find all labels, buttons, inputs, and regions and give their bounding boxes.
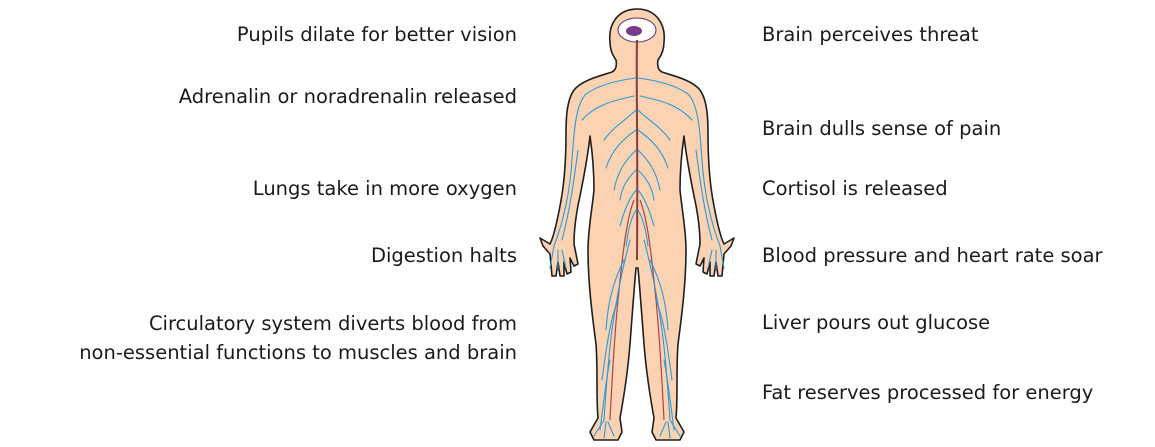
label-liver-glucose: Liver pours out glucose bbox=[762, 310, 990, 336]
label-adrenalin-released: Adrenalin or noradrenalin released bbox=[179, 84, 517, 110]
brain-core bbox=[626, 26, 642, 36]
label-circulatory-line-1: Circulatory system diverts blood from bbox=[149, 311, 517, 337]
label-fat-reserves: Fat reserves processed for energy bbox=[762, 380, 1093, 406]
spinal-cord bbox=[637, 40, 638, 260]
label-circulatory-line-2: non-essential functions to muscles and b… bbox=[79, 340, 517, 366]
human-body-nervous-system-figure bbox=[530, 0, 745, 447]
label-brain-dulls-pain: Brain dulls sense of pain bbox=[762, 116, 1001, 142]
label-lungs-oxygen: Lungs take in more oxygen bbox=[253, 176, 517, 202]
label-blood-pressure: Blood pressure and heart rate soar bbox=[762, 243, 1103, 269]
label-cortisol-released: Cortisol is released bbox=[762, 176, 948, 202]
label-pupils-dilate: Pupils dilate for better vision bbox=[237, 22, 517, 48]
label-brain-perceives-threat: Brain perceives threat bbox=[762, 22, 979, 48]
label-digestion-halts: Digestion halts bbox=[371, 243, 517, 269]
